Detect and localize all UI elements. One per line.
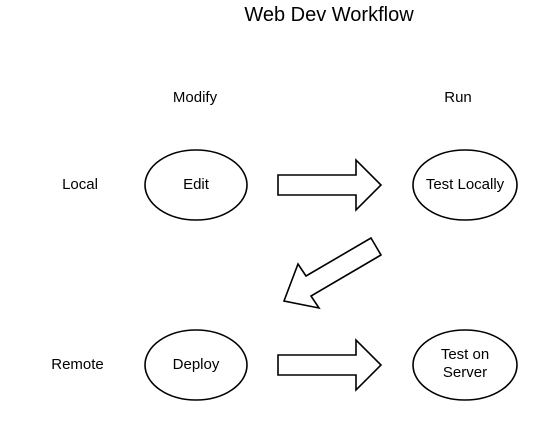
arrow-deploy-to-test-on-server	[277, 338, 383, 392]
column-label-run: Run	[444, 89, 472, 106]
row-label-remote: Remote	[51, 356, 104, 373]
node-edit-shape	[144, 149, 248, 221]
diagram-title: Web Dev Workflow	[244, 4, 414, 26]
node-test-locally-shape	[412, 149, 518, 221]
node-test-on-server-line1: Test on	[440, 346, 490, 363]
node-test-on-server-label: Test on Server	[413, 346, 517, 382]
node-deploy-label: Deploy	[172, 356, 220, 373]
column-label-modify: Modify	[172, 89, 218, 106]
node-deploy-shape	[144, 329, 248, 401]
arrow-edit-to-test-locally	[277, 158, 383, 212]
arrow-test-locally-to-deploy	[282, 236, 383, 310]
node-test-on-server-line2: Server	[442, 364, 488, 381]
node-edit-label: Edit	[183, 176, 209, 193]
node-test-locally-label: Test Locally	[425, 176, 505, 193]
row-label-local: Local	[62, 176, 98, 193]
node-test-on-server-shape	[412, 329, 518, 401]
